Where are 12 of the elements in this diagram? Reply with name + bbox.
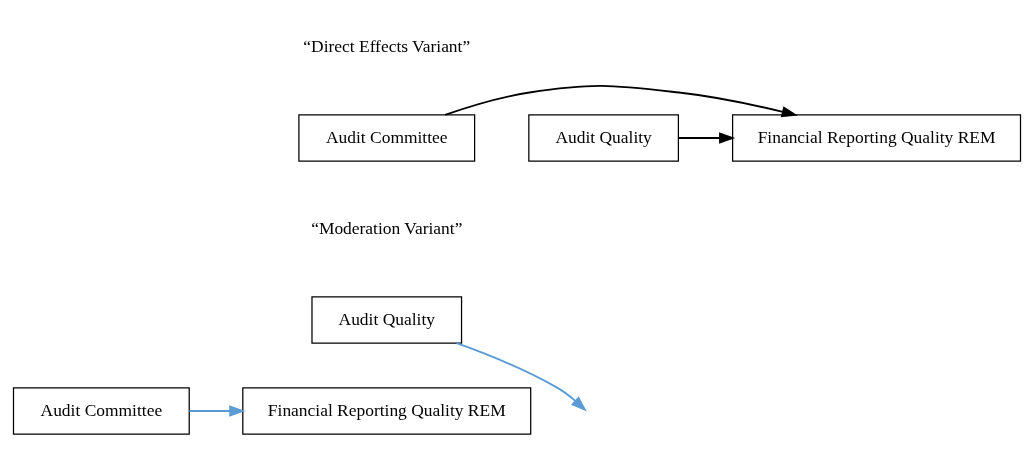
label: “Direct Effects Variant” [303,35,471,56]
arrow [188,404,246,417]
node-box: Financial Reporting Quality REM [732,113,1022,162]
label: “Moderation Variant” [311,217,463,238]
node-box: Financial Reporting Quality REM [242,386,532,435]
arrow [677,131,736,144]
node-box: Audit Committee [12,386,190,435]
node-box: Audit Committee [298,113,476,162]
arrow [444,84,798,117]
node-box: Audit Quality [528,113,679,162]
node-box: Audit Quality [311,295,463,344]
arrow [455,341,587,411]
